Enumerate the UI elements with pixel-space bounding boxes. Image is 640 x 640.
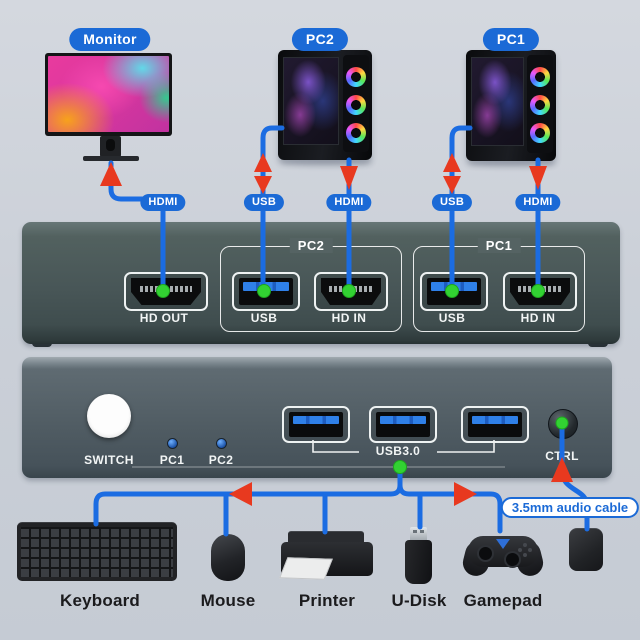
pc2-label-pill: PC2 [291, 28, 349, 51]
pc1-label-pill: PC1 [482, 28, 540, 51]
usb3-label: USB3.0 [375, 444, 421, 458]
hdmi-tag-pc1: HDMI [515, 194, 561, 211]
cable-pc2-usb [260, 125, 285, 293]
flow-arrows [100, 153, 573, 506]
usb-connector-icon [468, 412, 522, 437]
pc2-tower-image [278, 50, 372, 160]
hd-out-port-label: HD OUT [139, 311, 189, 325]
connection-dot [555, 416, 569, 430]
usb-connector-icon [289, 412, 343, 437]
usb-tag-pc2: USB [243, 194, 285, 211]
pc1-usb-port-label: USB [438, 311, 466, 325]
connection-dot [156, 284, 170, 298]
pc1-glass-panel [471, 57, 525, 146]
audio-speaker-image [569, 528, 603, 571]
switch-button-label: SWITCH [84, 453, 134, 467]
cables [93, 125, 590, 537]
front-usb-port-3 [461, 406, 529, 443]
arrow-left-icon [229, 482, 252, 506]
rgb-fan-icon [346, 123, 366, 143]
arrow-right-icon [454, 482, 477, 506]
connection-dot [393, 460, 407, 474]
pc2-led-label: PC2 [208, 453, 234, 467]
mouse-image [211, 534, 245, 581]
pc2-glass-panel [283, 57, 339, 145]
pc1-group-label: PC1 [477, 238, 521, 253]
pc1-shadow [468, 159, 556, 167]
pc2-usb-port-label: USB [250, 311, 278, 325]
arrow-up-icon [100, 162, 122, 186]
pc1-front-panel [527, 55, 553, 153]
gamepad-logo-icon [496, 539, 510, 549]
mouse-label: Mouse [200, 591, 256, 610]
arrow-up-icon [443, 153, 461, 172]
pc2-port-group: PC2 [220, 238, 402, 332]
arrow-down-icon [529, 166, 547, 190]
pc1-led-label: PC1 [159, 453, 185, 467]
switch-button [87, 394, 131, 438]
arrow-down-icon [443, 176, 461, 194]
usb3-bracket-lines [312, 440, 495, 453]
arrow-down-icon [254, 176, 272, 194]
audio-cable-note-pill: 3.5mm audio cable [500, 497, 640, 518]
rgb-fan-icon [530, 95, 550, 115]
front-usb-port-2 [369, 406, 437, 443]
pc1-tower-image [466, 50, 556, 161]
gamepad-stick [477, 545, 494, 562]
keyboard-image [17, 522, 177, 581]
pc2-group-label: PC2 [289, 238, 333, 253]
connection-point-dots [156, 284, 569, 474]
rgb-fan-icon [530, 67, 550, 87]
connection-dot [531, 284, 545, 298]
connection-dot [445, 284, 459, 298]
arrow-up-icon [254, 153, 272, 172]
udisk-connector [410, 527, 427, 542]
gamepad-label: Gamepad [463, 591, 543, 610]
pc2-led-indicator [216, 438, 227, 449]
keyboard-keys [21, 527, 173, 577]
pc2-shadow [280, 158, 372, 166]
usb-connector-icon [376, 412, 430, 437]
arrow-up-icon [551, 457, 573, 482]
usb-tag-pc1: USB [431, 194, 473, 211]
rgb-fan-icon [346, 95, 366, 115]
monitor-screen [48, 56, 169, 132]
cable-pc1-usb [449, 125, 473, 293]
printer-label: Printer [298, 591, 356, 610]
monitor-base [83, 156, 139, 161]
udisk-label: U-Disk [391, 591, 447, 610]
pc2-front-panel [343, 55, 369, 152]
front-usb-port-1 [282, 406, 350, 443]
gamepad-stick [504, 551, 521, 568]
pc1-port-group: PC1 [413, 238, 585, 332]
connection-dot [342, 284, 356, 298]
connection-dot [257, 284, 271, 298]
keyboard-label: Keyboard [59, 591, 141, 610]
rgb-fan-icon [346, 67, 366, 87]
udisk-image [405, 540, 432, 584]
arrow-down-icon [340, 166, 358, 190]
monitor-stand-hole [106, 139, 115, 151]
pc1-hd-in-port-label: HD IN [520, 311, 556, 325]
rgb-fan-icon [530, 123, 550, 143]
hdmi-tag-pc2: HDMI [326, 194, 372, 211]
hdmi-tag-monitor: HDMI [140, 194, 186, 211]
monitor-label-pill: Monitor [69, 28, 151, 51]
pc2-hd-in-port-label: HD IN [331, 311, 367, 325]
cable-bus-right [397, 482, 503, 534]
pc1-led-indicator [167, 438, 178, 449]
